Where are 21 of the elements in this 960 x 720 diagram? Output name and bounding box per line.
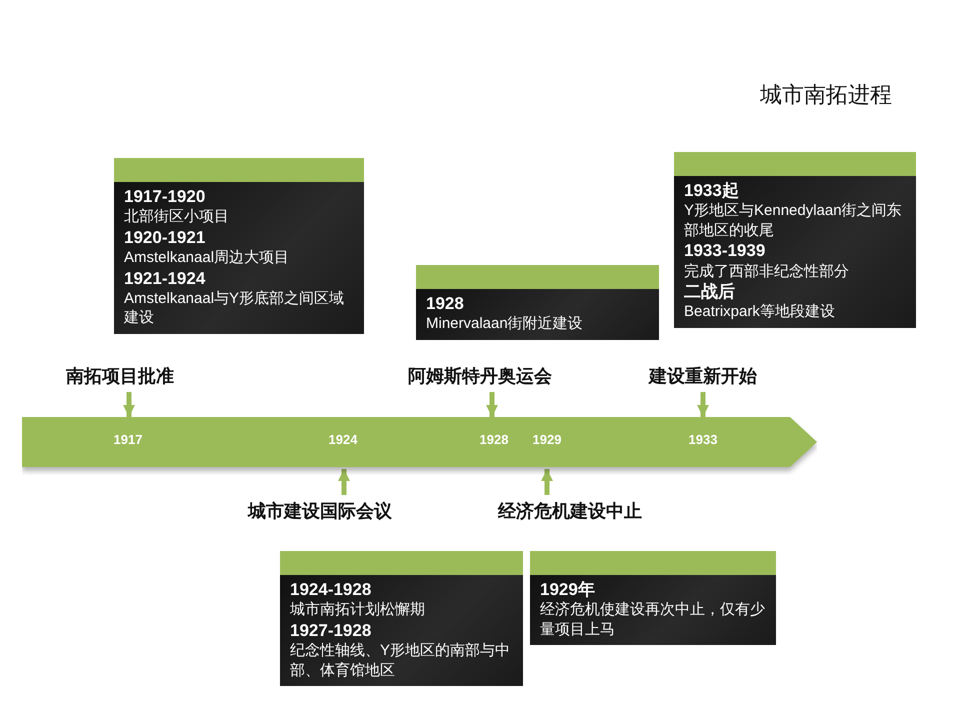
arrow [338,469,350,495]
year-label: 1917 [114,432,142,447]
timeline-card: 1924-1928 城市南拓计划松懈期 1927-1928 纪念性轴线、Y形地区的南部与中部、体育馆地区 [280,551,523,686]
event-label: 城市建设国际会议 [248,499,392,523]
title: 城市南拓进程 [760,81,892,109]
timeline-card: 1933起 Y形地区与Kennedylaan街之间东部地区的收尾 1933-1939 完成了西部非纪念性部分 二战后 Beatrixpark等地段建设 [674,152,916,328]
timeline-card: 1929年 经济危机使建设再次中止，仅有少量项目上马 [530,551,776,646]
year-label: 1933 [688,432,718,447]
timeline-card: 1928 Minervalaan街附近建设 [416,265,659,340]
year-label: 1929 [532,432,562,447]
event-label: 经济危机建设中止 [498,499,642,523]
arrow [123,392,135,417]
event-label: 阿姆斯特丹奥运会 [408,364,552,388]
arrow [697,392,709,417]
year-label: 1924 [328,432,358,447]
arrow [541,469,553,495]
event-label: 建设重新开始 [649,364,757,388]
year-label: 1928 [480,432,508,447]
event-label: 南拓项目批准 [66,364,174,388]
timeline-card: 1917-1920 北部街区小项目 1920-1921 Amstelkanaal周边大项目 1921-1924 Amstelkanaal与Y形底部之间区域建设 [114,158,364,334]
arrow [486,392,498,417]
